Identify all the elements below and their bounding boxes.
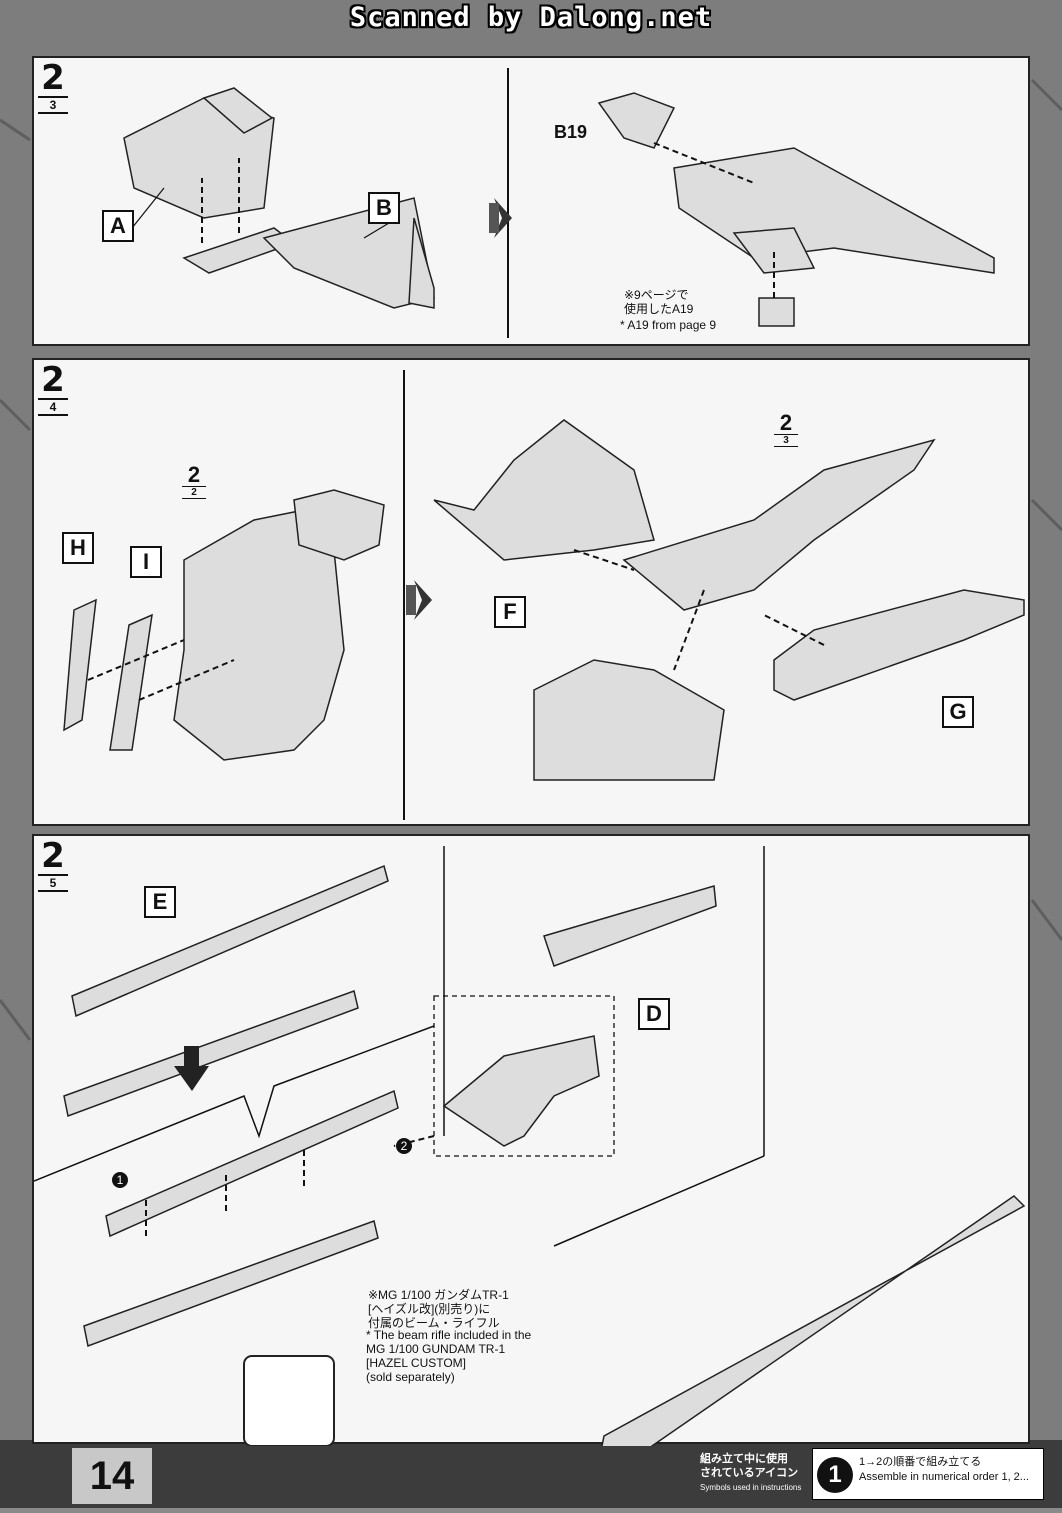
note-en: * The beam rifle included in the MG 1/10… (366, 1328, 532, 1384)
step-illustration (123, 68, 995, 338)
note-jp: ※MG 1/100 ガンダムTR-1 [ヘイズル改](別売り)に 付属のビーム・… (368, 1288, 509, 1330)
legend-subtitle: Symbols used in instructions (700, 1483, 802, 1492)
label-d: D (638, 998, 670, 1030)
legend-box: 1 1→2の順番で組み立てる Assemble in numerical ord… (812, 1448, 1044, 1500)
order-2-icon: 2 (396, 1138, 412, 1154)
note-jp: ※9ページで 使用したA19 (624, 288, 694, 316)
legend-title: 組み立て中に使用 されているアイコン (700, 1453, 799, 1479)
step-number: 2 5 (38, 838, 68, 892)
label-a: A (102, 210, 134, 242)
step-number: 2 3 (38, 60, 68, 114)
page-number: 14 (72, 1448, 152, 1504)
label-f: F (494, 596, 526, 628)
label-i: I (130, 546, 162, 578)
step-illustration (63, 370, 1025, 820)
order-icon: 1 (817, 1457, 853, 1493)
label-g: G (942, 696, 974, 728)
legend-desc-en: Assemble in numerical order 1, 2... (859, 1471, 1029, 1483)
step-illustration (34, 846, 1026, 1446)
legend-desc-jp: 1→2の順番で組み立てる (859, 1456, 982, 1468)
scan-credit: Scanned by Dalong.net (349, 2, 713, 33)
icon-legend: 組み立て中に使用 されているアイコン Symbols used in instr… (700, 1446, 1046, 1504)
step-number: 2 4 (38, 362, 68, 416)
label-e: E (144, 886, 176, 918)
label-h: H (62, 532, 94, 564)
order-1-icon: 1 (112, 1172, 128, 1188)
step-panel-2-3: 2 3 A B B19 ※9ページで 使用したA19 * A19 from pa… (32, 56, 1030, 346)
part-code-b19: B19 (554, 122, 588, 142)
label-b: B (368, 192, 400, 224)
note-en: * A19 from page 9 (620, 318, 717, 332)
step-panel-2-5: 2 5 E D 1 2 ※MG 1/100 ガンダムTR-1 [ヘイズル改](別… (32, 834, 1030, 1446)
